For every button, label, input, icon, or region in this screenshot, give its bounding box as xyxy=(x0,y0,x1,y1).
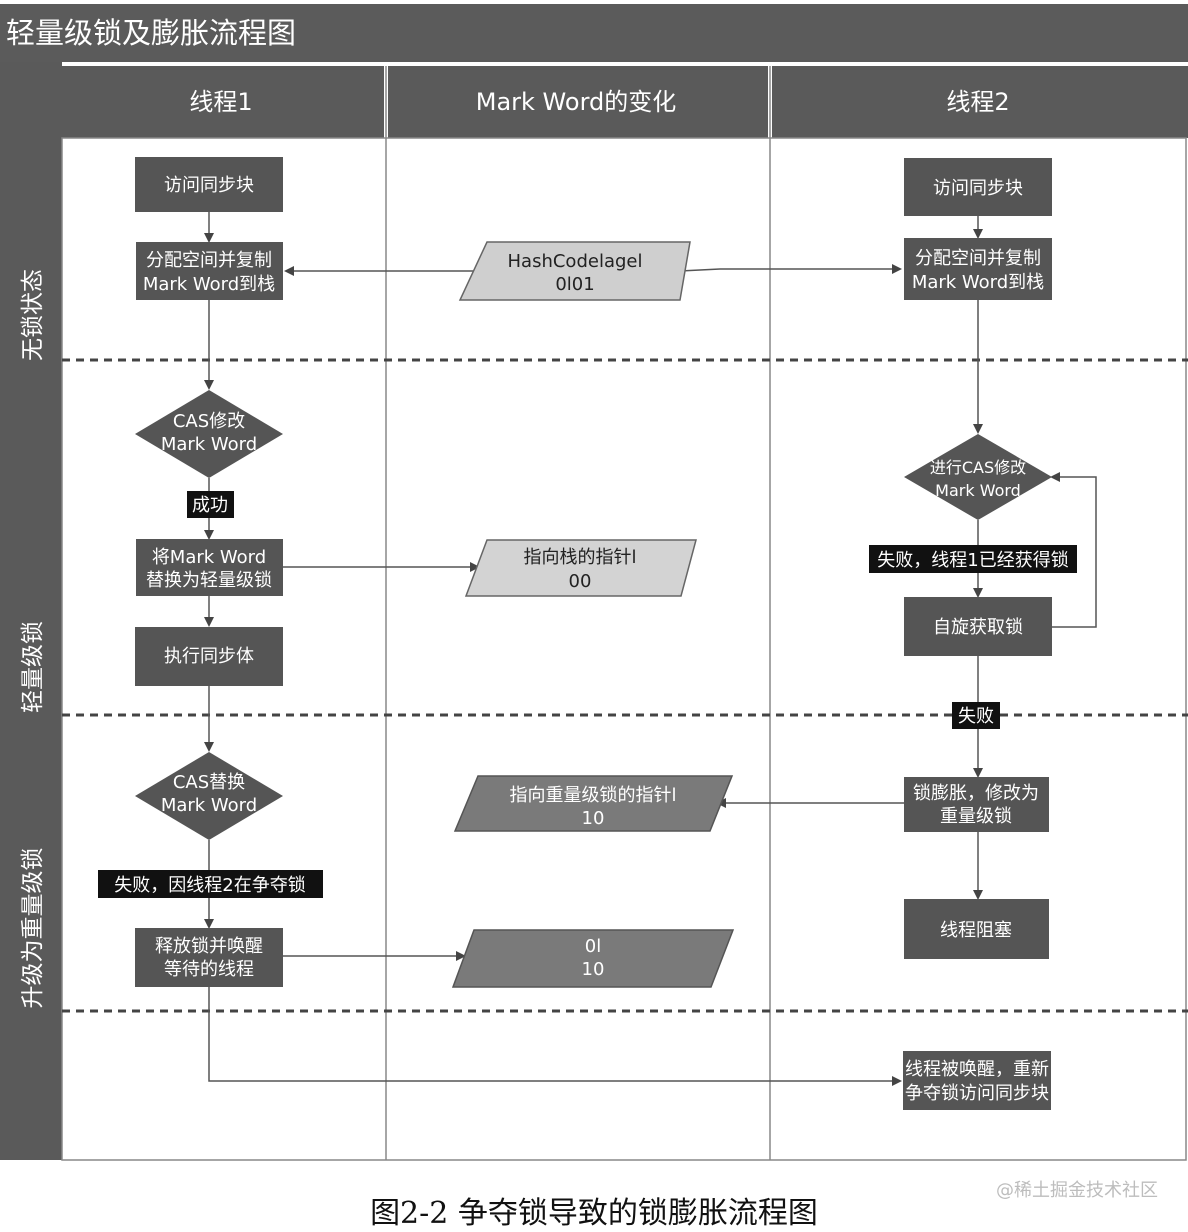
phase-column xyxy=(0,62,62,1160)
mw-heavy-pointer-text-1: 指向重量级锁的指针l xyxy=(509,785,676,806)
t2-fail-label: 失败，线程1已经获得锁 xyxy=(877,550,1068,571)
t1-cas-modify-text-2: Mark Word xyxy=(161,434,257,455)
t2-inflate-text-2: 重量级锁 xyxy=(940,806,1012,827)
t1-release-box xyxy=(135,928,283,987)
mw-stack-pointer-text-1: 指向栈的指针l xyxy=(523,547,636,568)
t2-inflate-text-1: 锁膨胀，修改为 xyxy=(913,783,1039,804)
column-header-thread1: 线程1 xyxy=(189,88,252,116)
t2-inflate-box xyxy=(904,777,1049,832)
t2-cas-text-1: 进行CAS修改 xyxy=(930,458,1026,477)
t1-cas-replace-text-1: CAS替换 xyxy=(173,772,245,793)
header-thread1 xyxy=(62,66,384,138)
t1-to-t2-wake-connector xyxy=(208,987,902,1086)
phase-label-heavyweight: 升级为重量级锁 xyxy=(20,848,46,1009)
t2-fail-label2: 失败 xyxy=(958,706,994,727)
t2-spin-text: 自旋获取锁 xyxy=(933,617,1023,638)
t2-wake-text-2: 争夺锁访问同步块 xyxy=(905,1083,1049,1104)
t2-access-sync-box xyxy=(904,158,1052,216)
t2-fail-label2-bg xyxy=(952,702,1000,729)
phase-label-unlocked: 无锁状态 xyxy=(20,269,46,361)
t2-alloc-box xyxy=(904,238,1052,300)
hash-to-t2-connector xyxy=(679,264,902,274)
t2-cas-diamond xyxy=(904,434,1052,520)
t2-block-text: 线程阻塞 xyxy=(940,920,1012,941)
diagram-title: 轻量级锁及膨胀流程图 xyxy=(6,16,296,50)
t1-replace-text-2: 替换为轻量级锁 xyxy=(146,570,272,591)
figure-caption: 图2-2 争夺锁导致的锁膨胀流程图 xyxy=(370,1196,818,1231)
t2-block-box xyxy=(904,899,1049,959)
title-bar xyxy=(0,4,1188,62)
t1-fail-label-bg xyxy=(98,870,323,898)
column-header-thread2: 线程2 xyxy=(946,88,1009,116)
t1-cas-modify-diamond xyxy=(135,390,283,478)
t1-exec-sync-text: 执行同步体 xyxy=(164,646,254,667)
mw-final-text-2: 10 xyxy=(582,959,605,980)
t1-success-label: 成功 xyxy=(192,495,228,516)
t2-alloc-text-1: 分配空间并复制 xyxy=(915,248,1041,269)
t1-cas-replace-text-2: Mark Word xyxy=(161,795,257,816)
column-header-markword: Mark Word的变化 xyxy=(476,88,677,116)
grid-body xyxy=(61,137,1187,1161)
t1-alloc-text-1: 分配空间并复制 xyxy=(146,250,272,271)
t1-replace-text-1: 将Mark Word xyxy=(152,547,266,568)
t2-fail-label-bg xyxy=(869,545,1077,573)
t2-cas-text-2: Mark Word xyxy=(935,481,1021,500)
t1-cas-modify-text-1: CAS修改 xyxy=(173,411,245,432)
phase-label-lightweight: 轻量级锁 xyxy=(20,621,46,713)
mw-stack-pointer-parallelogram xyxy=(464,539,697,597)
t1-release-text-1: 释放锁并唤醒 xyxy=(155,936,263,957)
mw-stack-pointer-text-2: 00 xyxy=(569,571,592,592)
mw-final-parallelogram xyxy=(451,929,735,988)
t2-alloc-text-2: Mark Word到栈 xyxy=(912,272,1044,293)
t2-spin-loop-connector xyxy=(1050,472,1097,628)
header-markword xyxy=(388,66,768,138)
mw-hashcode-text-1: HashCodelagel xyxy=(508,251,643,272)
mw-heavy-pointer-parallelogram xyxy=(453,775,734,832)
t2-access-sync-text: 访问同步块 xyxy=(933,178,1023,199)
t2-wake-text-1: 线程被唤醒，重新 xyxy=(905,1059,1049,1080)
t1-exec-sync-box xyxy=(135,627,283,686)
t1-alloc-box xyxy=(136,242,283,300)
t1-cas-replace-diamond xyxy=(135,752,283,840)
t1-fail-label: 失败，因线程2在争夺锁 xyxy=(114,875,305,896)
mw-hashcode-text-2: 0l01 xyxy=(555,274,594,295)
mw-final-text-1: 0l xyxy=(585,936,601,957)
t1-alloc-text-2: Mark Word到栈 xyxy=(143,274,275,295)
t1-success-label-bg xyxy=(187,491,234,518)
t1-replace-box xyxy=(136,539,283,596)
t1-release-text-2: 等待的线程 xyxy=(164,959,254,980)
lock-inflation-flowchart: 轻量级锁及膨胀流程图 线程1 Mark Word的变化 线程2 无锁状态 轻量级… xyxy=(0,4,1188,1161)
t1-access-sync-box xyxy=(135,157,283,212)
watermark: @稀土掘金技术社区 xyxy=(996,1180,1158,1201)
t2-spin-box xyxy=(904,597,1052,656)
t1-access-sync-text: 访问同步块 xyxy=(164,175,254,196)
mw-heavy-pointer-text-2: 10 xyxy=(582,808,605,829)
mw-hashcode-parallelogram xyxy=(458,241,691,301)
header-thread2 xyxy=(772,66,1188,138)
t2-wake-box xyxy=(903,1051,1051,1110)
